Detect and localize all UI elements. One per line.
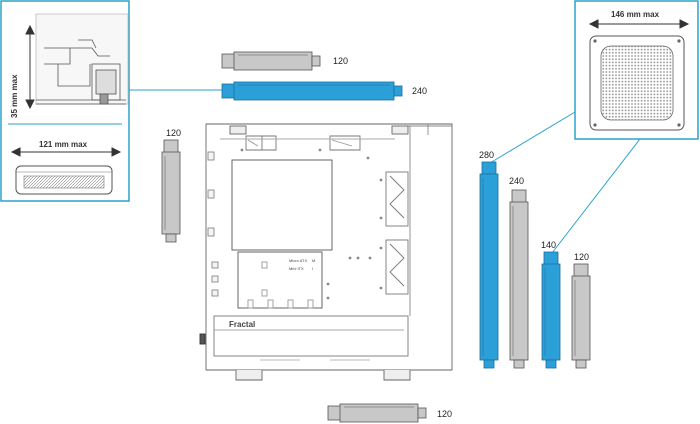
radiator-top-120: 120 xyxy=(221,51,348,71)
radiator-end-cap xyxy=(545,359,557,369)
radiator-front-view xyxy=(15,165,113,195)
radiator-size-label: 120 xyxy=(333,56,348,66)
radiator-size-label: 240 xyxy=(412,86,427,96)
radiator-core xyxy=(233,51,313,71)
board-label-m: M xyxy=(312,258,315,263)
radiator-side-left-120: 120 xyxy=(161,128,181,243)
right-width-dimension-arrow xyxy=(588,19,690,29)
right-inset-callout-line-280 xyxy=(489,111,576,164)
width-dimension-label: 121 mm max xyxy=(39,140,88,149)
height-dimension-arrow xyxy=(25,24,35,110)
left-inset: 35 mm max 121 mm max xyxy=(0,0,130,202)
radiator-core xyxy=(339,403,419,423)
radiator-core xyxy=(509,201,529,361)
top-clearance-profile xyxy=(35,13,129,105)
radiator-end-cap xyxy=(513,359,525,369)
radiator-size-label: 120 xyxy=(437,409,452,419)
radiator-size-label: 140 xyxy=(541,240,556,250)
case-brand-logo: Fractal xyxy=(229,320,255,329)
radiator-front-240: 240 xyxy=(509,176,529,369)
radiator-size-label: 120 xyxy=(574,252,589,262)
radiator-end-cap xyxy=(483,359,495,369)
radiator-bottom-120: 120 xyxy=(327,403,452,423)
radiators: 120 240 120 280 240 140 120 120 xyxy=(161,51,591,423)
radiator-end-cap xyxy=(393,85,403,97)
radiator-core xyxy=(479,173,499,361)
board-label-i: I xyxy=(312,266,313,271)
board-label-itx: Mini ITX xyxy=(289,266,304,271)
radiator-front-140: 140 xyxy=(541,240,561,369)
radiator-core xyxy=(161,151,181,235)
radiator-end-cap xyxy=(417,407,427,419)
radiator-end-cap xyxy=(311,55,321,67)
radiator-front-120: 120 xyxy=(571,252,591,369)
height-dimension-label: 35 mm max xyxy=(10,74,19,118)
radiator-end-cap xyxy=(165,233,177,243)
radiator-end-cap xyxy=(575,359,587,369)
computer-case xyxy=(199,123,453,381)
radiator-top-240: 240 xyxy=(221,81,427,101)
width-dimension-arrow xyxy=(10,147,122,157)
board-label-matx: Micro ATX xyxy=(289,258,307,263)
radiator-core xyxy=(571,275,591,361)
right-width-dimension-label: 146 mm max xyxy=(611,10,660,19)
radiator-front-280: 280 xyxy=(479,150,499,369)
radiator-square-view xyxy=(589,35,685,131)
radiator-size-label: 120 xyxy=(166,128,181,138)
right-inset: 146 mm max xyxy=(574,0,699,140)
radiator-size-label: 240 xyxy=(509,176,524,186)
radiator-core xyxy=(233,81,395,101)
right-inset-callout-line-140 xyxy=(551,138,641,254)
radiator-core xyxy=(541,263,561,361)
radiator-size-label: 280 xyxy=(479,150,494,160)
